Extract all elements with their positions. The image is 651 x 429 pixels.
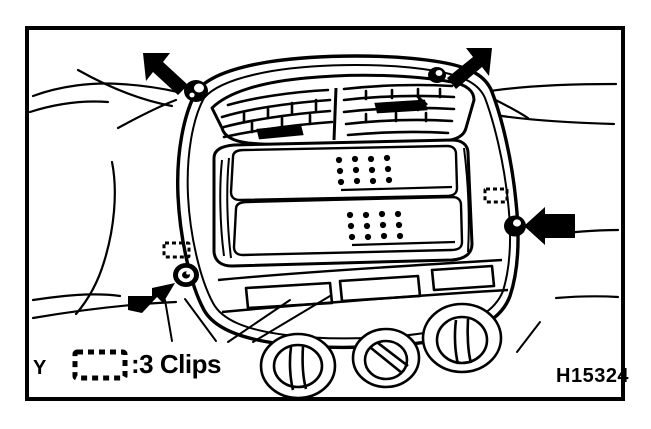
knob-right bbox=[421, 302, 503, 374]
arrow-right bbox=[524, 207, 575, 245]
arrow-top-left bbox=[143, 53, 188, 95]
center-opening-right-strips bbox=[463, 147, 470, 253]
legend-leader-lines bbox=[164, 295, 541, 353]
lower-bar-trim bbox=[217, 258, 509, 314]
clip-marker-left bbox=[162, 241, 191, 259]
display-panel-upper bbox=[229, 144, 459, 202]
diagram-frame bbox=[25, 26, 625, 401]
clip-right bbox=[504, 215, 526, 237]
display-panel-upper-dots bbox=[335, 154, 393, 186]
clip-marker-right bbox=[483, 187, 509, 204]
display-panel-upper-slot bbox=[340, 185, 453, 192]
arrow-top-right bbox=[447, 48, 492, 89]
knob-center bbox=[351, 327, 421, 389]
legend-label: :3 Clips bbox=[131, 349, 221, 379]
air-vent-right-louvers bbox=[342, 83, 456, 137]
knob-left bbox=[259, 332, 337, 400]
center-opening-left-strips bbox=[219, 157, 232, 259]
legend-clip-marker bbox=[72, 349, 128, 381]
center-cluster-bezel-inner bbox=[186, 64, 512, 340]
clip-bottom-left bbox=[173, 263, 199, 287]
clip-top-left bbox=[184, 80, 208, 102]
display-panel-lower-slot bbox=[351, 240, 456, 247]
air-vent-left-louvers bbox=[220, 88, 334, 140]
air-vent-divider bbox=[332, 87, 338, 141]
part-code-label: H15324 bbox=[556, 365, 630, 387]
view-label: Y bbox=[33, 357, 47, 379]
display-panel-lower-dots bbox=[346, 210, 404, 241]
arrow-bottom-left bbox=[128, 283, 175, 313]
dashboard-contours bbox=[28, 68, 180, 320]
clip-top-right bbox=[428, 67, 446, 83]
